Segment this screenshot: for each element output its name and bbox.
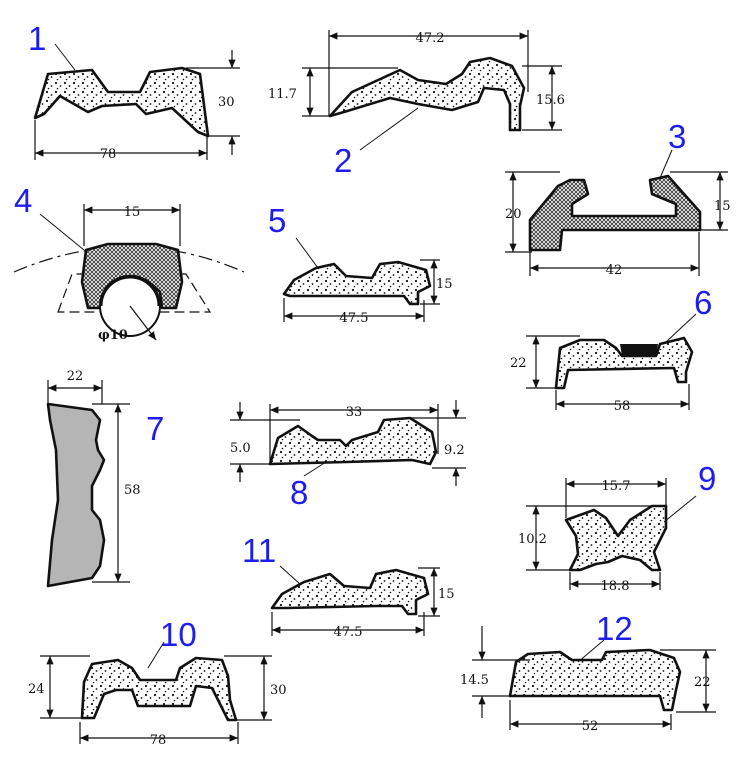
profile-9-width-bottom: 18.8 — [601, 579, 630, 594]
profile-9-label: 9 — [698, 460, 716, 497]
profile-2 — [302, 30, 562, 151]
profile-6 — [526, 313, 697, 410]
profile-10-width: 78 — [150, 733, 167, 748]
profile-3-left-height: 20 — [505, 207, 522, 222]
profile-10-left-height: 24 — [28, 682, 45, 697]
profile-4 — [13, 204, 245, 341]
profile-7-label: 7 — [146, 410, 164, 447]
profile-9 — [526, 478, 697, 590]
profile-7-width: 22 — [67, 369, 84, 384]
profile-2-width: 47.2 — [416, 31, 445, 46]
profile-8 — [230, 400, 466, 486]
profile-8-left-height: 5.0 — [230, 441, 251, 456]
profile-7-height: 58 — [124, 483, 141, 498]
profile-12-right-height: 22 — [694, 675, 711, 690]
profile-10 — [40, 641, 272, 744]
profile-5-label: 5 — [268, 202, 286, 239]
profile-12 — [472, 626, 716, 730]
profile-3-right-height: 15 — [714, 199, 731, 214]
profile-12-left-height: 14.5 — [460, 673, 489, 688]
profile-6-width: 58 — [614, 399, 631, 414]
profile-4-diameter: φ10 — [98, 328, 128, 343]
profile-1-label: 1 — [28, 20, 46, 57]
profile-8-width: 33 — [346, 405, 363, 420]
profile-11-height: 15 — [438, 587, 455, 602]
profile-8-right-height: 9.2 — [444, 443, 465, 458]
profile-4-label: 4 — [14, 182, 32, 219]
profile-6-height: 22 — [510, 356, 527, 371]
profile-11-label: 11 — [242, 532, 276, 569]
profile-5 — [282, 237, 440, 322]
profile-11 — [270, 565, 440, 636]
profile-1-width: 78 — [100, 147, 117, 162]
profile-8-label: 8 — [290, 474, 308, 511]
profile-3 — [505, 149, 728, 276]
profile-2-label: 2 — [334, 142, 352, 179]
profile-5-width: 47.5 — [340, 311, 369, 326]
profile-1 — [33, 43, 240, 160]
profile-3-width: 42 — [606, 263, 623, 278]
profile-12-width: 52 — [582, 719, 599, 734]
profile-6-label: 6 — [694, 284, 712, 321]
profile-2-left-height: 11.7 — [268, 87, 297, 102]
profile-5-height: 15 — [436, 277, 453, 292]
profile-7 — [46, 380, 130, 588]
profile-12-label: 12 — [596, 610, 633, 647]
profile-2-right-height: 15.6 — [536, 93, 565, 108]
profile-1-height: 30 — [218, 95, 235, 110]
profile-9-width-top: 15.7 — [602, 479, 631, 494]
profile-3-label: 3 — [668, 118, 686, 155]
profile-4-width: 15 — [124, 205, 141, 220]
profile-10-right-height: 30 — [270, 683, 287, 698]
profile-11-width: 47.5 — [334, 625, 363, 640]
profile-9-height: 10.2 — [518, 532, 547, 547]
profile-10-label: 10 — [160, 616, 197, 653]
